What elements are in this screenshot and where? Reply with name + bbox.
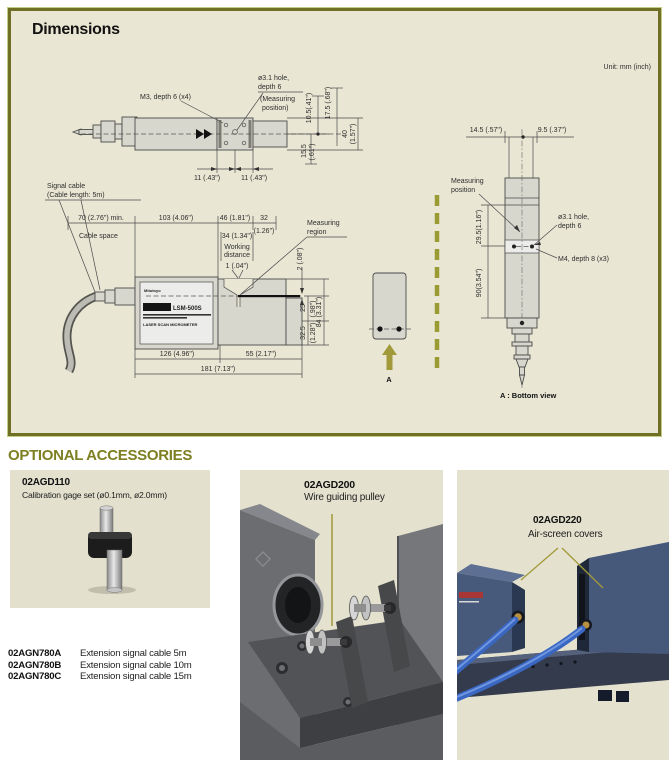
dim-label: 29.5(1.16") bbox=[476, 210, 483, 244]
wire-pulley-photo: 02AGD200 Wire guiding pulley bbox=[240, 470, 443, 760]
dim-label: 9.5 (.37") bbox=[538, 127, 567, 134]
cable-description: Extension signal cable 15m bbox=[80, 671, 192, 683]
pulley-description: Wire guiding pulley bbox=[304, 492, 385, 503]
cable-row: 02AGN780B Extension signal cable 10m bbox=[8, 660, 238, 672]
air-screen-description: Air-screen covers bbox=[528, 529, 603, 540]
calibration-description: Calibration gage set (ø0.1mm, ø2.0mm) bbox=[22, 490, 167, 500]
dim-label: distance bbox=[224, 252, 250, 259]
dim-label: position bbox=[451, 187, 475, 194]
device-brand: Mitutoyo bbox=[144, 288, 161, 293]
dim-label: 34 (1.34") bbox=[222, 233, 253, 240]
dim-label: 1 (.04") bbox=[226, 263, 249, 270]
air-screen-part-number: 02AGD220 bbox=[533, 515, 582, 526]
dim-label: (1.26") bbox=[254, 228, 275, 235]
dim-label: 10.5(.41") bbox=[306, 93, 313, 124]
calibration-part-number: 02AGD110 bbox=[22, 477, 70, 488]
dim-label: ø3.1 hole, bbox=[258, 75, 289, 82]
cable-row: 02AGN780A Extension signal cable 5m bbox=[8, 648, 238, 660]
dim-label: 55 (2.17") bbox=[246, 351, 277, 358]
bottom-view: A bbox=[369, 272, 411, 384]
dim-label: M4, depth 8 (x3) bbox=[558, 256, 609, 263]
dim-label: 32 bbox=[260, 215, 268, 222]
side-view: M3, depth 6 (x4) ø3.1 hole, depth 6 (Mea… bbox=[71, 75, 363, 182]
dim-label: 46 (1.81") bbox=[220, 215, 251, 222]
accessories-title: OPTIONAL ACCESSORIES bbox=[8, 447, 193, 464]
dim-label: 14.5 (.57") bbox=[470, 127, 502, 134]
cable-description: Extension signal cable 5m bbox=[80, 648, 187, 659]
dim-label: 181 (7.13") bbox=[201, 366, 235, 373]
dimensions-panel: Dimensions Unit: mm (inch) bbox=[7, 7, 662, 437]
dim-label: 84 (3.31") bbox=[316, 297, 323, 328]
dimensions-drawing: Unit: mm (inch) bbox=[45, 64, 651, 400]
pulley-part-number: 02AGD200 bbox=[304, 479, 355, 491]
dim-label: 90(3.54") bbox=[476, 269, 483, 298]
dim-label: Working bbox=[224, 244, 250, 251]
cable-part-number: 02AGN780C bbox=[8, 671, 62, 683]
bottom-view-arrow-label: A bbox=[386, 375, 392, 384]
front-view: Signal cable (Cable length: 5m) Mitutoyo… bbox=[45, 183, 347, 378]
device-model-sub: LASER SCAN MICROMETER bbox=[143, 322, 198, 327]
cable-part-number: 02AGN780B bbox=[8, 659, 62, 671]
dim-label: 103 (4.06") bbox=[159, 215, 193, 222]
dim-label: 2 (.08") bbox=[297, 248, 304, 271]
dim-label: region bbox=[307, 229, 327, 236]
bottom-view-caption: A : Bottom view bbox=[500, 391, 557, 400]
dim-label: position) bbox=[262, 105, 288, 112]
calibration-gage-photo bbox=[88, 505, 136, 594]
cable-part-number: 02AGN780A bbox=[8, 648, 62, 659]
dim-label: M3, depth 6 (x4) bbox=[140, 94, 191, 101]
dim-label: 17.5 (.68") bbox=[325, 87, 332, 119]
dim-label: (1.57") bbox=[350, 124, 357, 145]
dim-label: 11 (.43") bbox=[241, 175, 267, 182]
dim-label: 25 bbox=[300, 304, 307, 312]
dim-label: 11 (.43") bbox=[194, 175, 220, 182]
dim-label: ø3.1 hole, bbox=[558, 214, 589, 221]
dim-label: (Cable length: 5m) bbox=[47, 192, 105, 199]
device-model: LSM-500S bbox=[173, 306, 202, 312]
vertical-view: 14.5 (.57") 9.5 (.37") bbox=[451, 127, 609, 400]
dim-label: Cable space bbox=[79, 233, 118, 240]
calibration-gage-card: 02AGD110 Calibration gage set (ø0.1mm, ø… bbox=[10, 470, 210, 608]
dim-label: (1.28") bbox=[310, 323, 317, 344]
extension-cable-list: 02AGN780A Extension signal cable 5m 02AG… bbox=[8, 648, 238, 683]
dim-label: (Measuring bbox=[260, 96, 295, 103]
dim-label: 40 bbox=[342, 130, 349, 138]
cable-description: Extension signal cable 10m bbox=[80, 659, 192, 671]
dim-label: 32.5 bbox=[300, 326, 307, 340]
air-screen-photo: 02AGD220 Air-screen covers bbox=[457, 470, 669, 760]
air-screen-leader-line bbox=[561, 547, 604, 589]
dim-label: 126 (4.96") bbox=[160, 351, 194, 358]
dim-label: Measuring bbox=[307, 220, 340, 227]
cable-row: 02AGN780C Extension signal cable 15m bbox=[8, 671, 238, 683]
dim-label: depth 6 bbox=[558, 223, 581, 230]
dimensions-title: Dimensions bbox=[32, 21, 120, 38]
dim-label: 70 (2.76") min. bbox=[78, 215, 124, 222]
dim-label: Signal cable bbox=[47, 183, 85, 190]
unit-note: Unit: mm (inch) bbox=[604, 64, 651, 71]
air-screen-leader-line bbox=[520, 547, 559, 581]
dim-label: depth 6 bbox=[258, 84, 281, 91]
dim-label: 15.5 bbox=[301, 144, 308, 158]
dim-label: (.61") bbox=[309, 144, 316, 161]
dim-label: Measuring bbox=[451, 178, 484, 185]
dim-label: (.98") bbox=[310, 301, 317, 318]
